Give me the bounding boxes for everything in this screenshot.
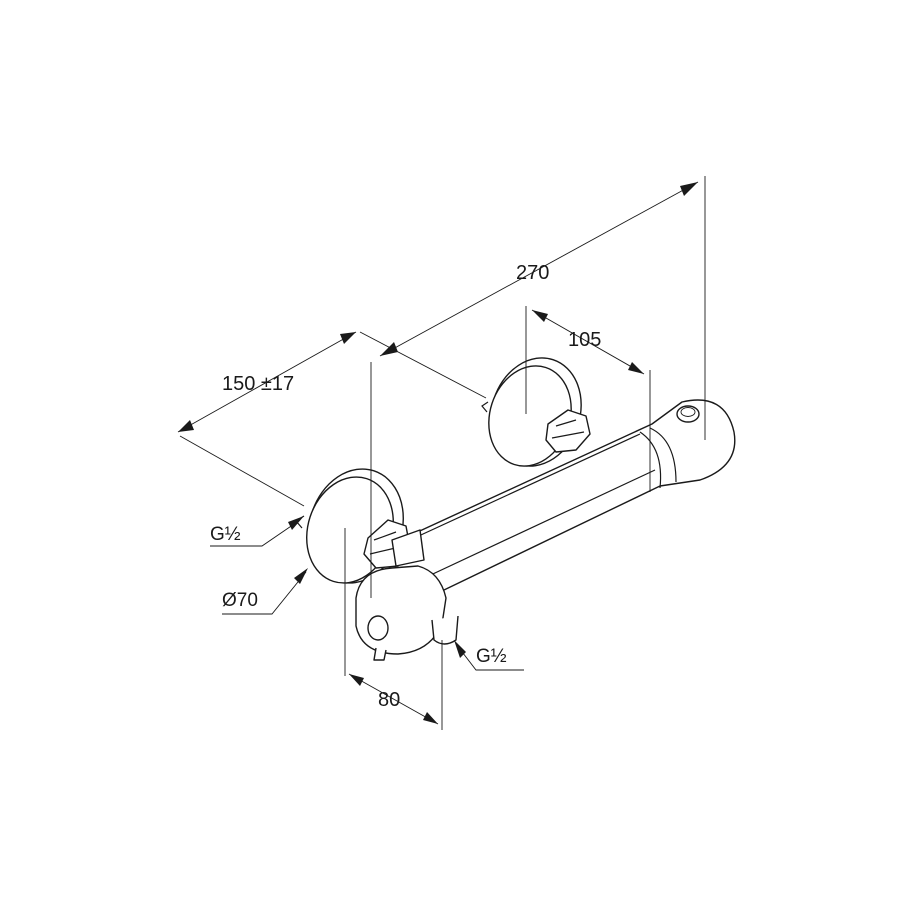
dimension-105: 105 [525,306,651,492]
inlet-thread-callout: G½ [210,516,304,547]
outlet-thread-callout: G½ [454,640,524,671]
dimension-105-label: 105 [568,329,601,351]
flow-control-knob [355,565,447,661]
escutcheon-diameter-label: Ø70 [222,590,258,611]
inlet-thread-label: G½ [210,524,241,545]
temperature-stop-button [676,405,700,423]
dimension-150-label: 150 ±17 [222,373,294,395]
dimension-270: 270 [370,176,706,598]
escutcheon-diameter-callout: Ø70 [222,568,308,615]
outlet-thread-label: G½ [476,646,507,667]
dimension-80: 80 [344,528,443,730]
left-connector [391,529,425,567]
bottom-outlet [431,615,459,645]
dimension-80-label: 80 [378,689,400,711]
right-union-nut [545,409,591,453]
dimension-270-label: 270 [516,262,549,284]
dimension-150: 150 ±17 [177,331,487,507]
